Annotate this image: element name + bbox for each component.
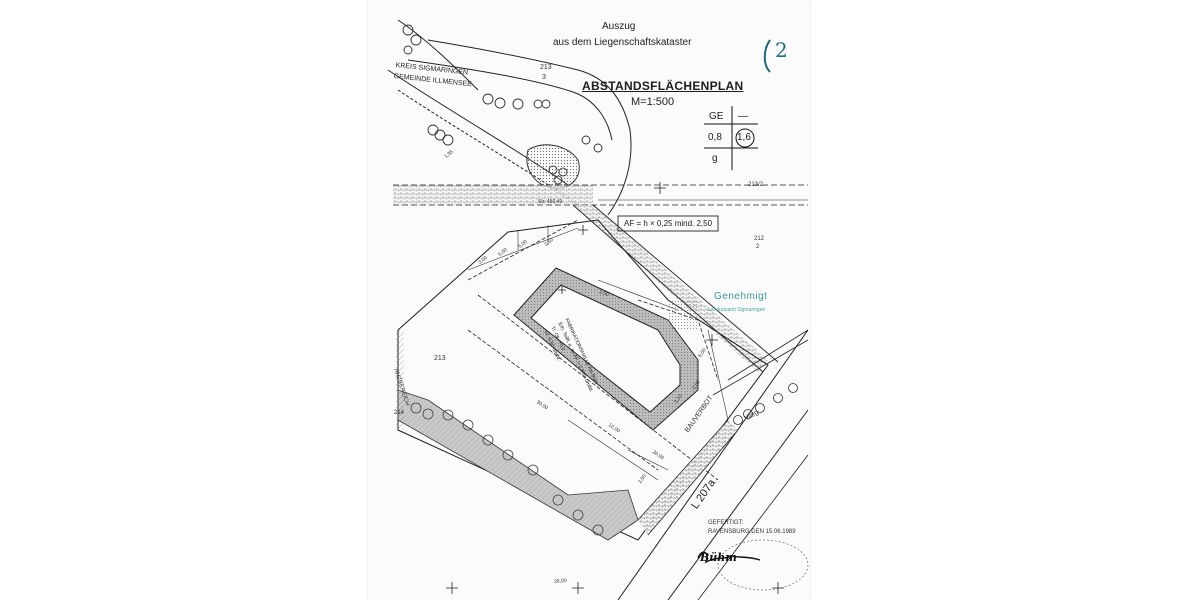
certification-line-2: RAVENSBURG DEN 15.06.1989 [708, 529, 796, 535]
parcel-label-2: 2 [756, 244, 760, 250]
parcel-label-213-2: 213/2 [748, 182, 764, 188]
parcel-label-214: 214 [394, 410, 405, 416]
plan-scale: M=1:500 [631, 96, 675, 108]
approval-stamp-title: Genehmigt [714, 291, 768, 302]
header-line-1: Auszug [602, 21, 636, 32]
distance-formula: AF = h × 0,25 mind. 2,50 [624, 219, 713, 228]
header-line-2: aus dem Liegenschaftskataster [553, 37, 692, 48]
handwritten-number: 2 [775, 38, 788, 62]
approval-stamp-subtitle: Landratsamt Sigmaringen [708, 307, 766, 313]
parcel-label-3: 3 [542, 74, 546, 81]
zoning-grz: 0,8 [708, 132, 722, 143]
zoning-ge: GE [709, 111, 724, 122]
parcel-label-212: 212 [754, 236, 765, 242]
signature: Bühm [700, 551, 737, 564]
parcel-label-213: 213 [540, 64, 552, 71]
site-plan-drawing [387, 19, 809, 600]
plan-title: ABSTANDSFLÄCHENPLAN [582, 79, 744, 93]
scanned-plan-page: Auszug aus dem Liegenschaftskataster 2 K… [368, 0, 810, 600]
zoning-bauweise: g [712, 153, 718, 164]
point-label: Str. 450,49 [538, 199, 563, 205]
zoning-dash: — [738, 111, 748, 122]
certification-line-1: GEFERTIGT: [708, 520, 744, 526]
zoning-gfz: 1,6 [737, 132, 751, 143]
parcel-label-main: 213 [434, 355, 446, 362]
